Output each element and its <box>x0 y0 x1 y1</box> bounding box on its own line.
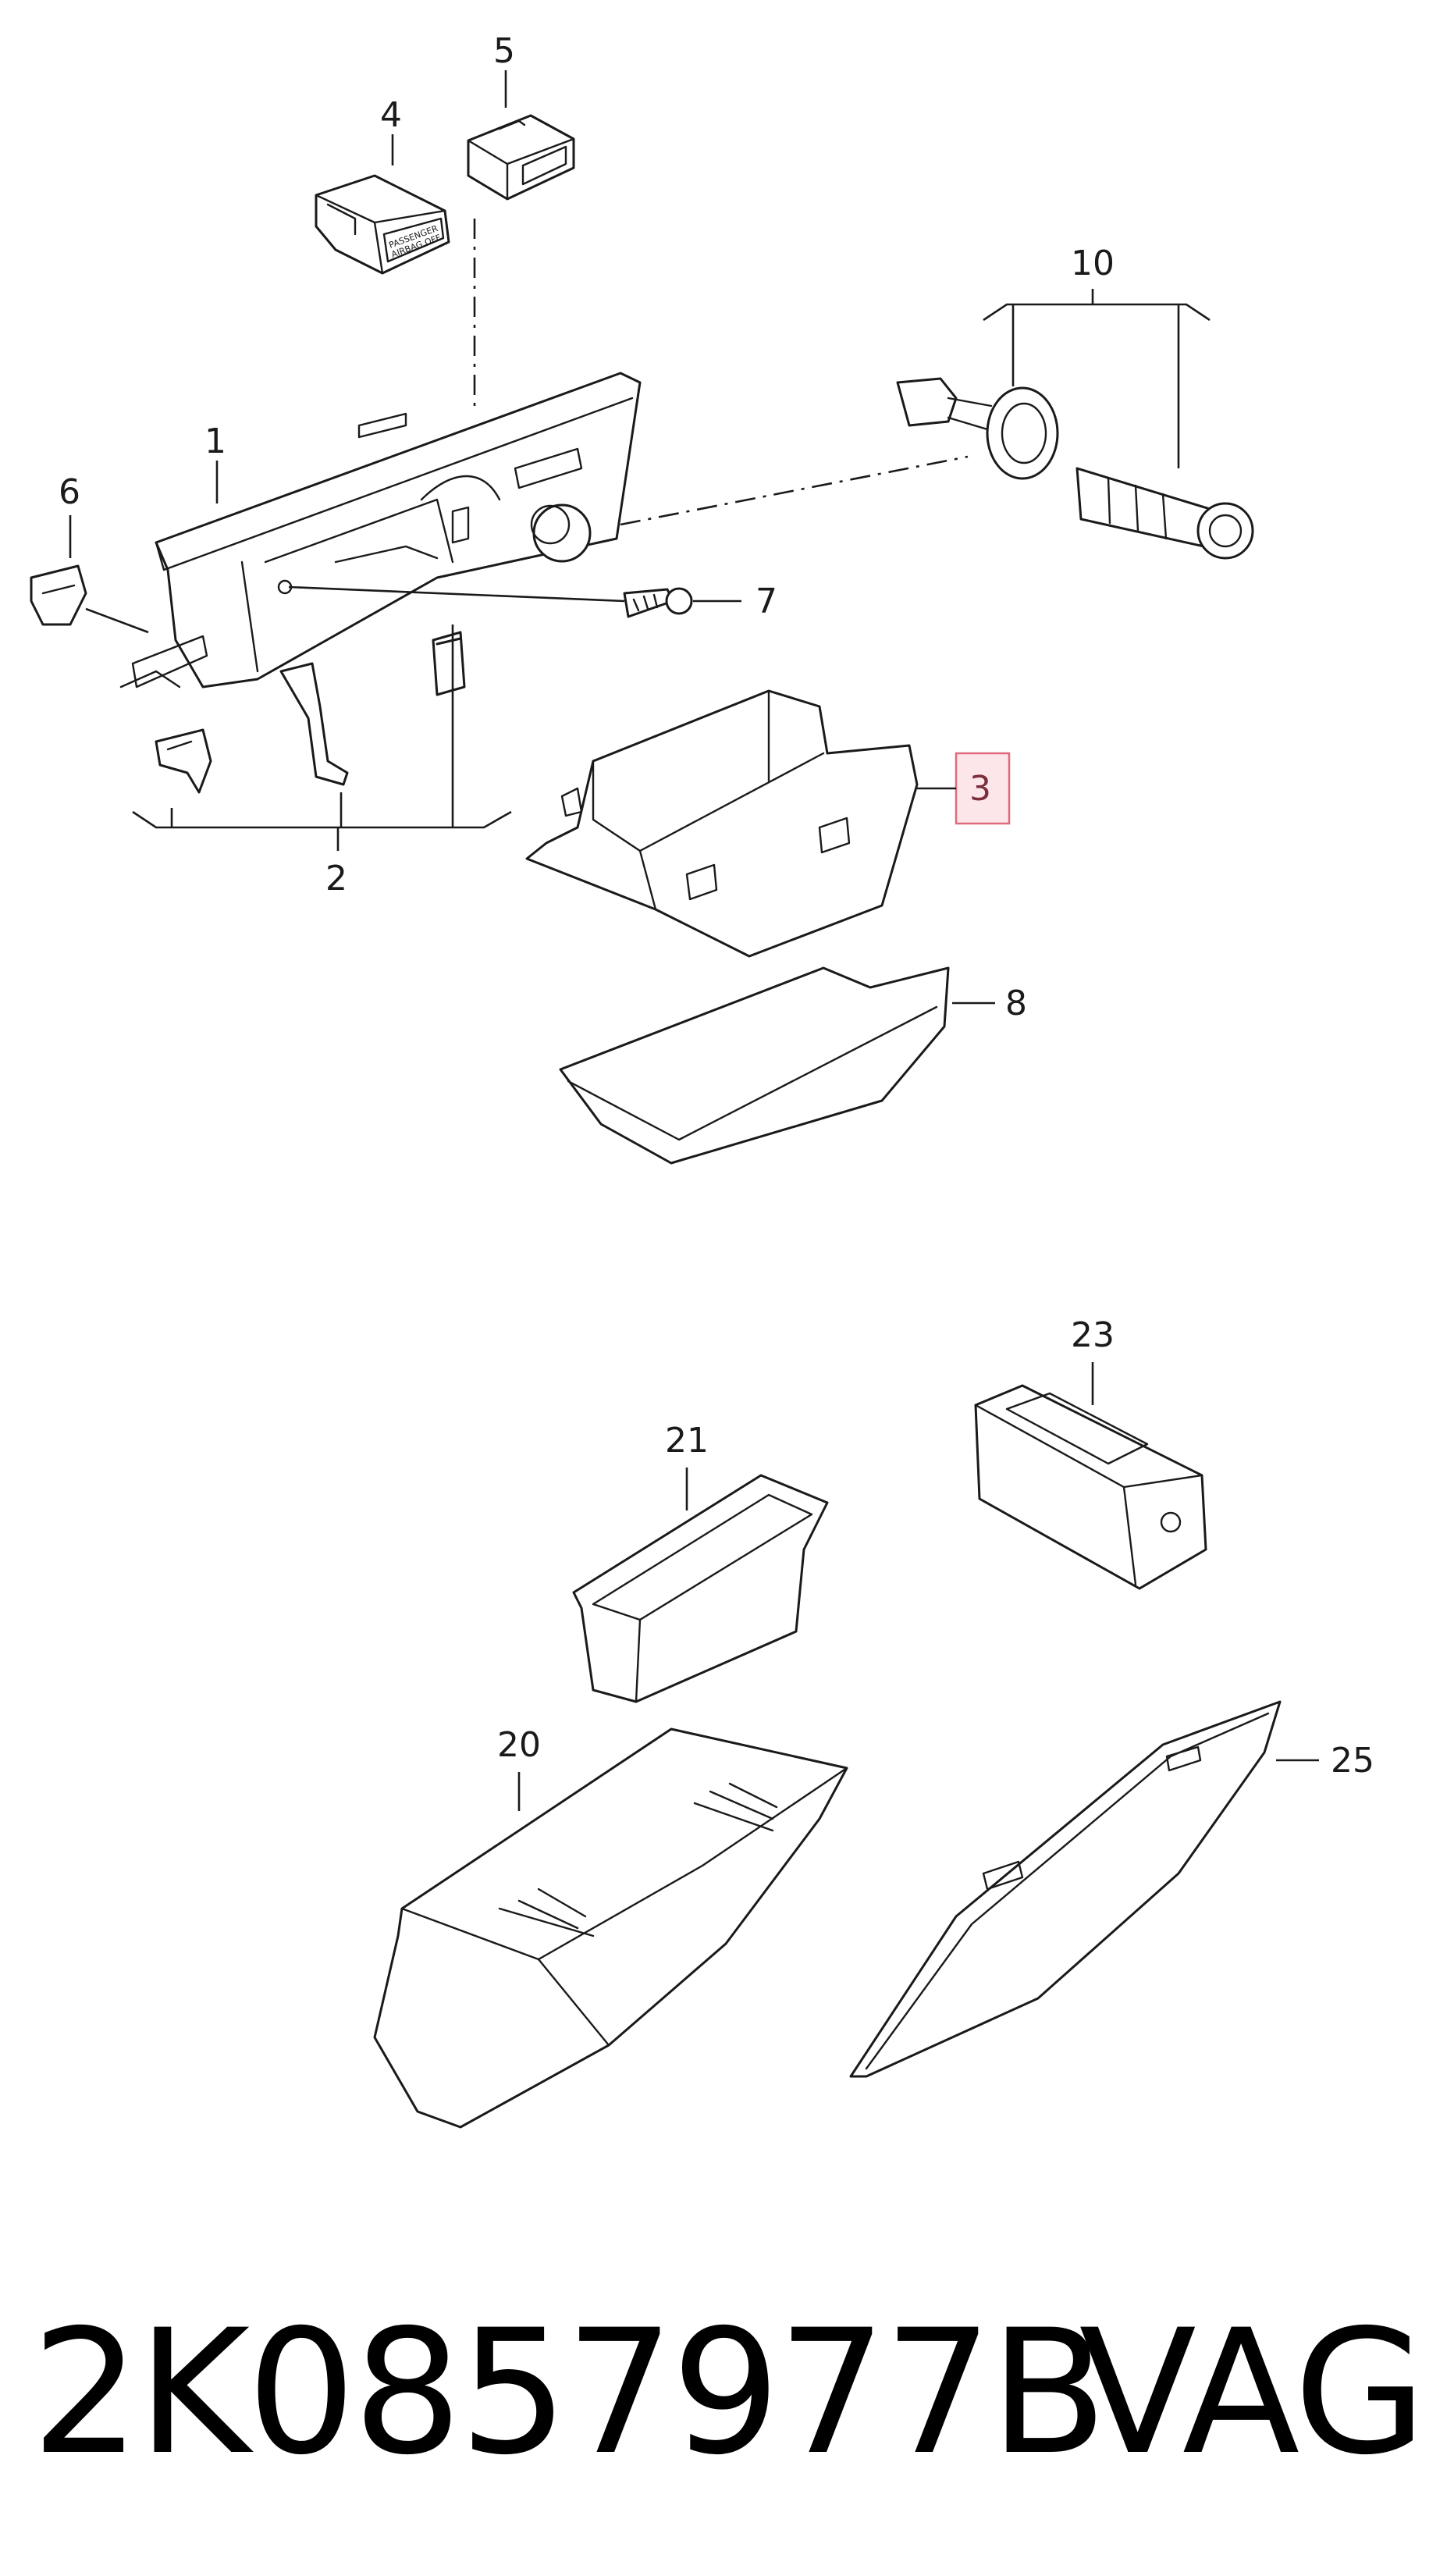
part-2-brackets <box>155 631 466 794</box>
callout-20: 20 <box>497 1725 541 1765</box>
callout-7: 7 <box>755 582 777 621</box>
bracket-10 <box>983 289 1211 322</box>
part-10-lighter-socket <box>896 377 1059 480</box>
brand-name: VAG <box>1079 2293 1427 2492</box>
callout-6: 6 <box>59 472 80 512</box>
callout-1: 1 <box>204 422 226 461</box>
callout-5: 5 <box>493 31 515 71</box>
part-6-clip <box>30 564 87 626</box>
callout-10: 10 <box>1071 244 1115 283</box>
knob <box>532 503 592 563</box>
callout-8: 8 <box>1005 984 1027 1023</box>
leader-10-dashed <box>620 455 969 526</box>
part-7-screw <box>623 587 693 618</box>
bracket-2 <box>132 810 512 829</box>
parts-exploded-diagram: 5 PASSENGER AIRBAG OFF 4 1 <box>30 31 1374 2129</box>
callout-23: 23 <box>1071 1315 1115 1355</box>
callout-4: 4 <box>380 95 402 135</box>
part-23-tray <box>974 1384 1207 1590</box>
callout-21: 21 <box>665 1421 709 1461</box>
part-1-dash-panel <box>119 372 642 688</box>
part-number: 2K0857977B <box>31 2293 1107 2492</box>
part-25-cover <box>849 1700 1282 2078</box>
part-4-airbag-switch: PASSENGER AIRBAG OFF <box>315 174 450 275</box>
part-8-lid <box>559 966 950 1165</box>
leader-7-dash <box>288 585 625 603</box>
callout-2: 2 <box>325 859 347 898</box>
part-5-switch <box>467 114 575 201</box>
leader-6-to-panel <box>85 607 149 634</box>
part-10-lighter-plug <box>1075 467 1254 560</box>
callout-3: 3 <box>969 769 991 809</box>
part-3-glove-box <box>525 689 919 958</box>
part-21-small-bin <box>572 1474 829 1703</box>
footer: 2K0857977B VAG <box>0 2279 1447 2506</box>
callout-25: 25 <box>1331 1741 1374 1781</box>
callout-3-highlight <box>955 752 1011 825</box>
part-20-glove-box-shell <box>373 1727 848 2129</box>
